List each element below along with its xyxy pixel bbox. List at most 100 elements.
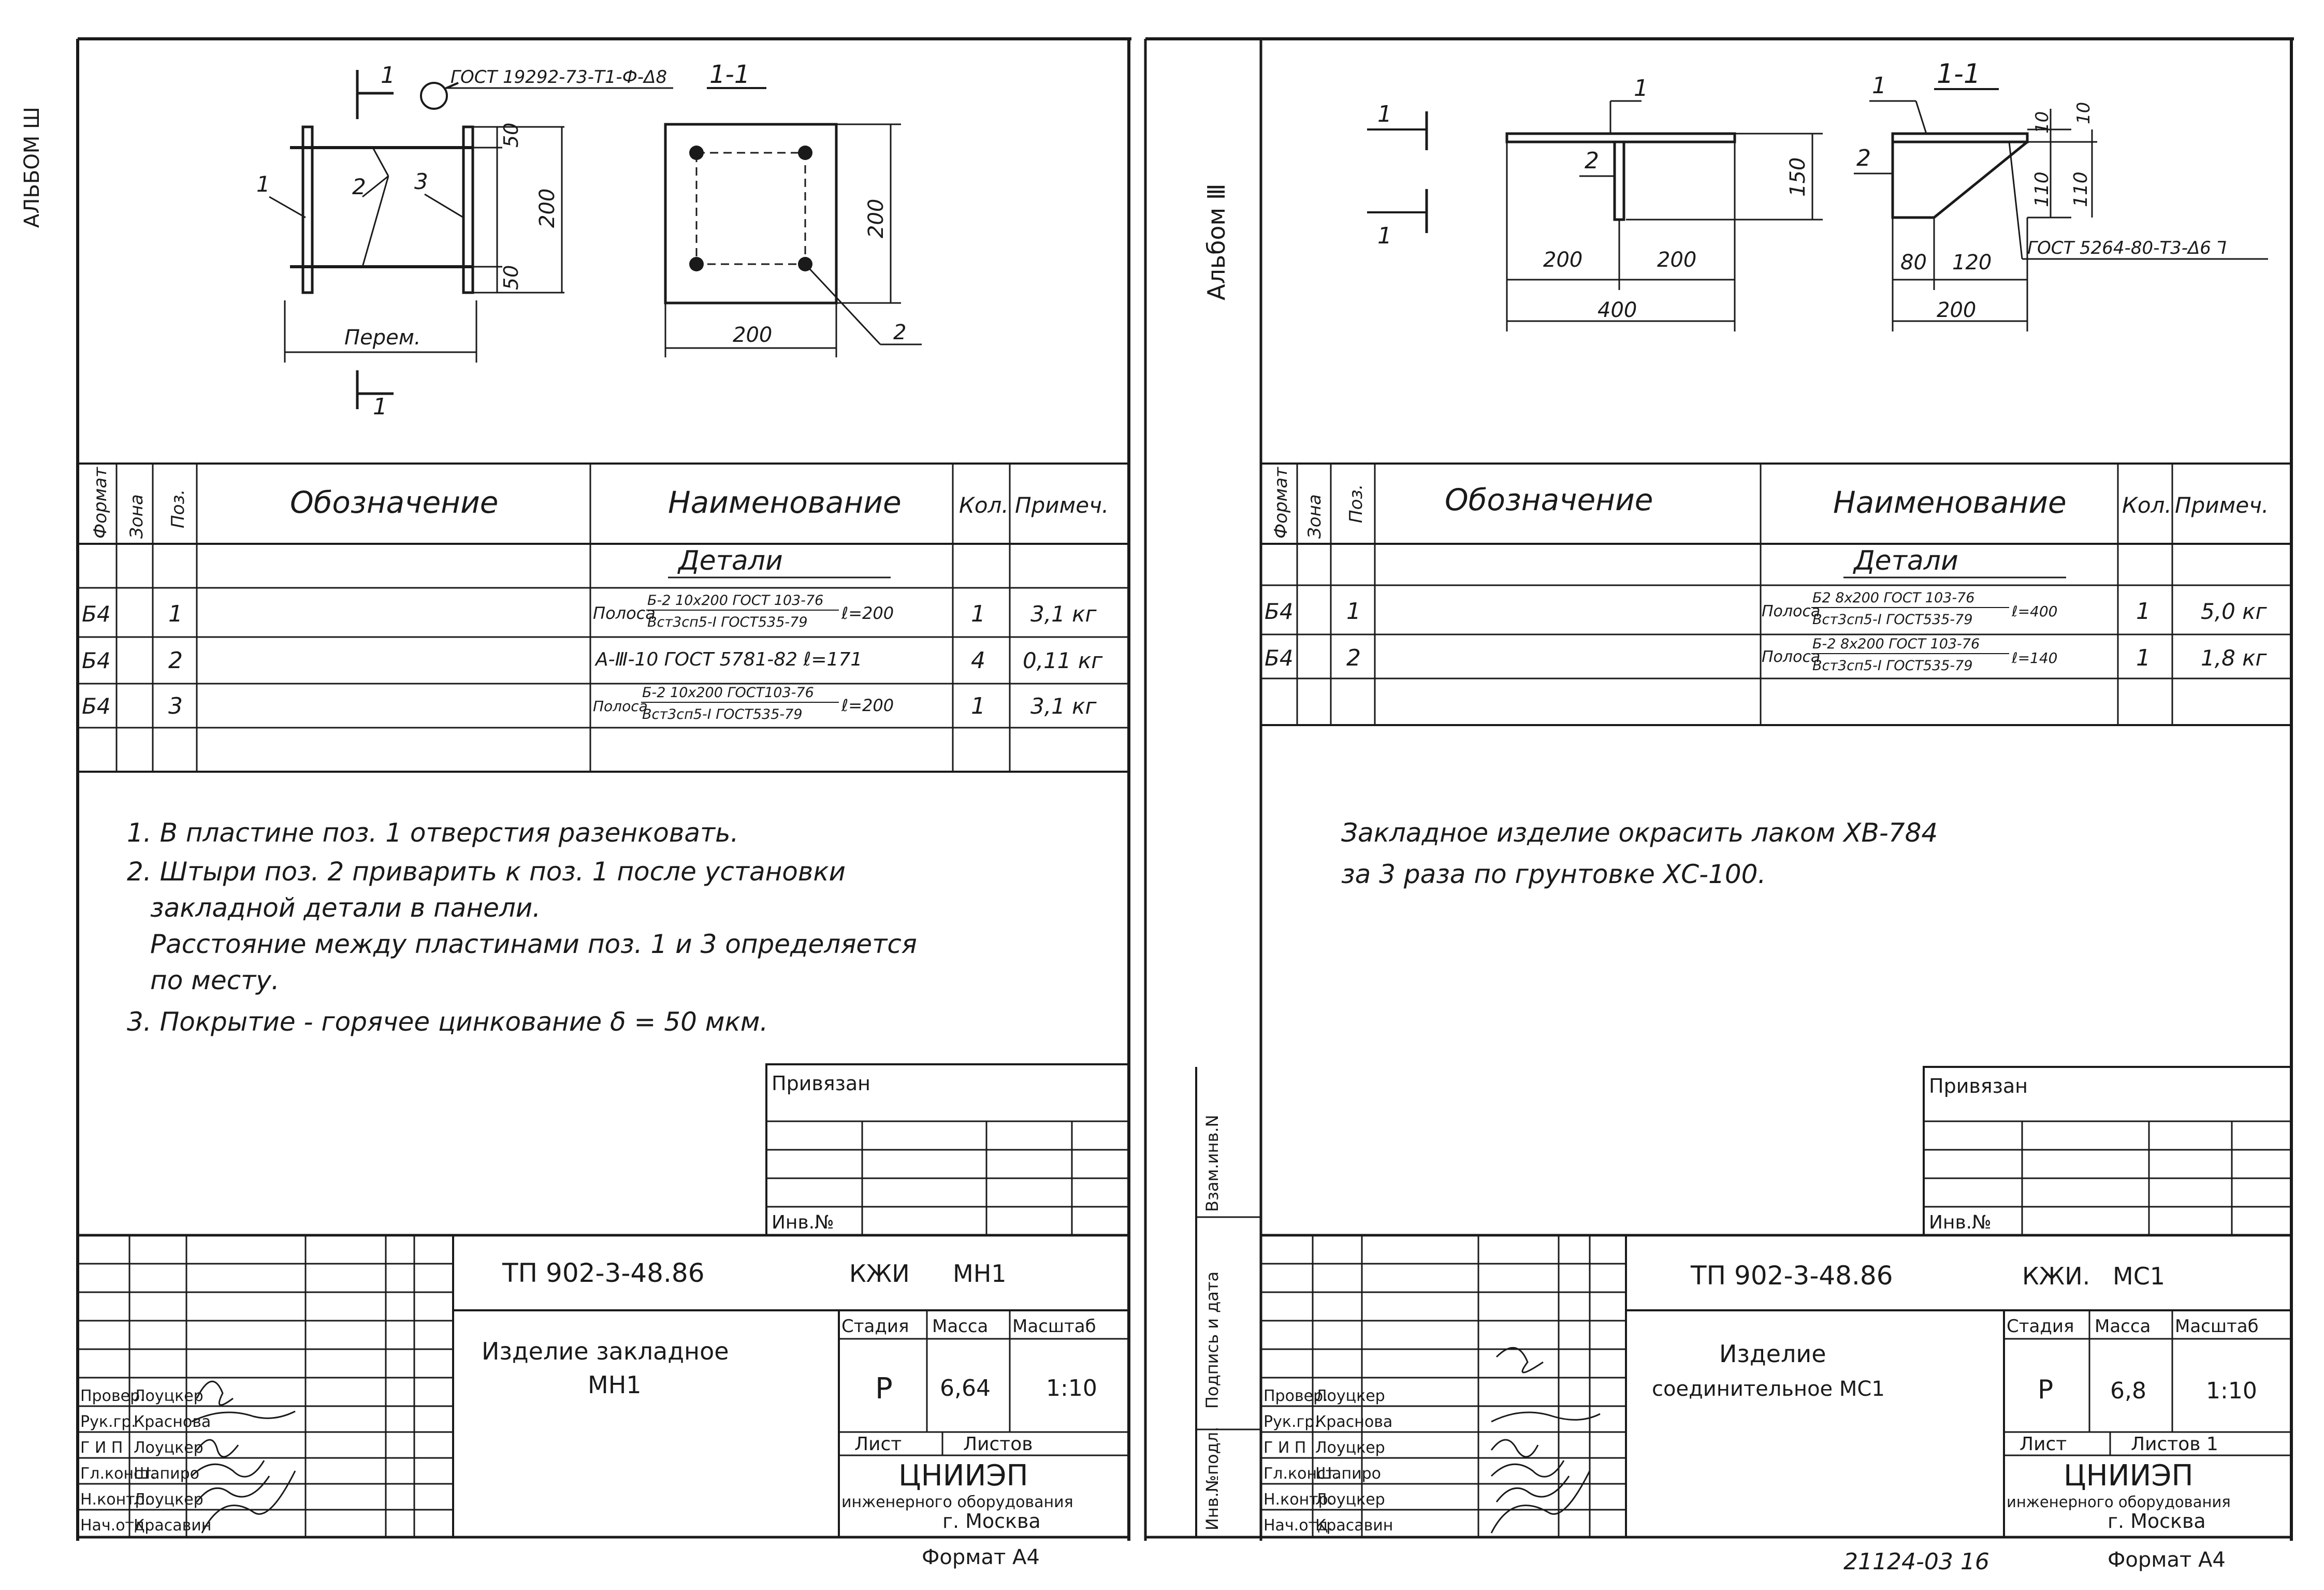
s2-row2-name-suffix: ℓ=140 [2011, 649, 2057, 667]
header-zone: Зона [126, 494, 147, 539]
header-name: Наименование [668, 485, 902, 520]
pos-2-label: 2 [352, 174, 366, 199]
s2-name-3: Лоуцкер [1315, 1439, 1385, 1457]
name-3: Лоуцкер [134, 1439, 204, 1457]
dim-50-bottom: 50 [500, 265, 522, 290]
archive-number: 21124-03 16 [1843, 1549, 1989, 1575]
s2-dim-200-sec: 200 [1937, 298, 1976, 322]
s2-mass-header: Масса [2095, 1316, 2151, 1337]
s2-inv-no-label: Инв.№ [1929, 1212, 1992, 1233]
inv-podl-label: Инв.№подл. [1202, 1427, 1222, 1530]
s2-stamp-mark: МС1 [2113, 1262, 2165, 1290]
role-3: Г И П [80, 1439, 123, 1457]
s2-role-5: Н.контр. [1263, 1491, 1333, 1509]
dim-50-top: 50 [500, 123, 522, 148]
section-title-details: Детали [677, 545, 783, 576]
sheet-1-spec-table: Формат Зона Поз. Обозначение Наименовани… [78, 464, 1129, 773]
sheet-2-title-block: Привязан Инв.№ ТП 902-3-48.86 КЖИ. МС1 И… [1261, 1066, 2292, 1537]
note-line-3: закладной детали в панели. [150, 893, 541, 923]
s2-stamp-code: ТП 902-3-48.86 [1690, 1261, 1893, 1291]
s2-dim-400: 400 [1597, 298, 1637, 322]
s2-section-title: 1-1 [1937, 59, 1981, 90]
cut-mark-bottom: 1 [373, 394, 387, 420]
row2-name: А-Ⅲ-10 ГОСТ 5781-82 ℓ=171 [594, 649, 862, 670]
role-4: Гл.конст. [80, 1465, 156, 1483]
row2-format: Б4 [82, 648, 111, 673]
sheets-header: Листов [963, 1434, 1033, 1455]
org-name: ЦНИИЭП [898, 1459, 1028, 1493]
s2-row2-qty: 1 [2136, 645, 2151, 671]
cut-mark-b: 1 [1377, 223, 1392, 249]
podpis-label: Подпись и дата [1202, 1271, 1222, 1409]
s2-name-4: Шапиро [1315, 1465, 1381, 1483]
row3-name-prefix: Полоса [593, 698, 648, 715]
s2-row1-name-suffix: ℓ=400 [2011, 603, 2057, 620]
s2-row1-qty: 1 [2136, 598, 2151, 625]
s2-name-2: Краснова [1315, 1413, 1392, 1431]
sheet-2-frame [1145, 37, 2294, 1541]
s2-row1-format: Б4 [1265, 599, 1294, 624]
s2-row1-name-prefix: Полоса [1762, 602, 1820, 620]
row1-qty: 1 [971, 601, 985, 627]
row1-name-suffix: ℓ=200 [841, 603, 894, 623]
role-1: Провер. [80, 1387, 145, 1405]
header-pos: Поз. [168, 489, 188, 528]
stage-value: Р [875, 1372, 893, 1406]
s2-dim-200-right: 200 [1657, 248, 1696, 272]
s2-row1-name-bottom: Вст3сп5-I ГОСТ535-79 [1812, 612, 1973, 628]
name-5: Лоуцкер [134, 1491, 204, 1509]
s2-dim-200-left: 200 [1543, 248, 1582, 272]
s2-pos-1: 1 [1634, 75, 1648, 102]
s2-dim-10-b: 10 [2073, 102, 2094, 124]
sheet-2-notes: Закладное изделие окрасить лаком ХВ-784 … [1341, 818, 1938, 889]
album-label-sheet2: Альбом Ⅲ [1202, 183, 1230, 300]
s2-dim-110-a: 110 [2031, 171, 2053, 207]
row3-name-top: Б-2 10х200 ГОСТ103-76 [642, 685, 814, 701]
s2-signature-scribbles [1490, 1347, 1601, 1534]
s2-weld-gost: ГОСТ 5264-80-Т3-Δ6 ⅂ [2027, 238, 2227, 258]
s2-pos-2: 2 [1585, 148, 1599, 174]
dim-200-left: 200 [535, 189, 559, 228]
s2-row1-name-top: Б2 8х200 ГОСТ 103-76 [1812, 590, 1974, 606]
name-2: Краснова [134, 1413, 211, 1431]
row1-format: Б4 [82, 601, 111, 627]
row2-qty: 4 [971, 647, 985, 674]
row3-note: 3,1 кг [1030, 693, 1097, 719]
name-4: Шапиро [134, 1465, 199, 1483]
row1-name-prefix: Полоса [593, 603, 656, 623]
s2-dim-10-a: 10 [2032, 111, 2053, 134]
s2-privyazan-label: Привязан [1929, 1075, 2028, 1097]
s2-stage-header: Стадия [2007, 1316, 2074, 1337]
mass-value: 6,64 [940, 1375, 991, 1401]
name-6: Красавин [134, 1516, 211, 1535]
s2-dim-120: 120 [1952, 251, 1992, 274]
s2-row2-pos: 2 [1346, 645, 1361, 671]
row1-note: 3,1 кг [1030, 601, 1097, 627]
section-title-1: 1-1 [709, 60, 750, 89]
s2-sec-pos-2: 2 [1856, 145, 1871, 171]
stamp-title-1: Изделие закладное [482, 1337, 729, 1365]
stamp-code: ТП 902-3-48.86 [502, 1258, 705, 1288]
plate-dim-width: 200 [733, 323, 772, 347]
s2-org-name: ЦНИИЭП [2064, 1459, 2194, 1493]
s2-header-zone: Зона [1304, 494, 1325, 539]
sheet-1-embedded-part-drawing: 1 ГОСТ 19292-73-Т1-Ф-Δ8 1-1 50 200 50 1 … [256, 60, 922, 420]
cut-mark-a: 1 [1377, 101, 1392, 127]
dim-variable: Перем. [344, 326, 421, 350]
row3-name-bottom: Вст3сп5-I ГОСТ535-79 [642, 706, 803, 722]
s2-stamp-title-1: Изделие [1719, 1340, 1826, 1368]
row2-note: 0,11 кг [1023, 648, 1103, 673]
note-line-1: 1. В пластине поз. 1 отверстия разенкова… [127, 818, 738, 848]
privyazan-label: Привязан [772, 1072, 870, 1095]
note-line-2: 2. Штыри поз. 2 приварить к поз. 1 после… [127, 857, 846, 887]
s2-role-6: Нач.отд. [1263, 1516, 1333, 1535]
s2-name-1: Лоуцкер [1315, 1387, 1385, 1405]
sheet-2-connecting-part-drawing: 1 1 1 2 150 200 200 400 1-1 1 2 [1367, 59, 2268, 331]
s2-row2-name-prefix: Полоса [1762, 648, 1820, 666]
row2-pos: 2 [168, 647, 183, 674]
s2-note-line-2: за 3 раза по грунтовке ХС-100. [1341, 859, 1766, 889]
s2-org-sub: инженерного оборудования [2007, 1493, 2231, 1511]
sheet-1-format-label: Формат А4 [922, 1545, 1040, 1569]
s2-role-4: Гл.конст. [1263, 1465, 1340, 1483]
s2-sheets-header: Листов 1 [2131, 1434, 2218, 1455]
